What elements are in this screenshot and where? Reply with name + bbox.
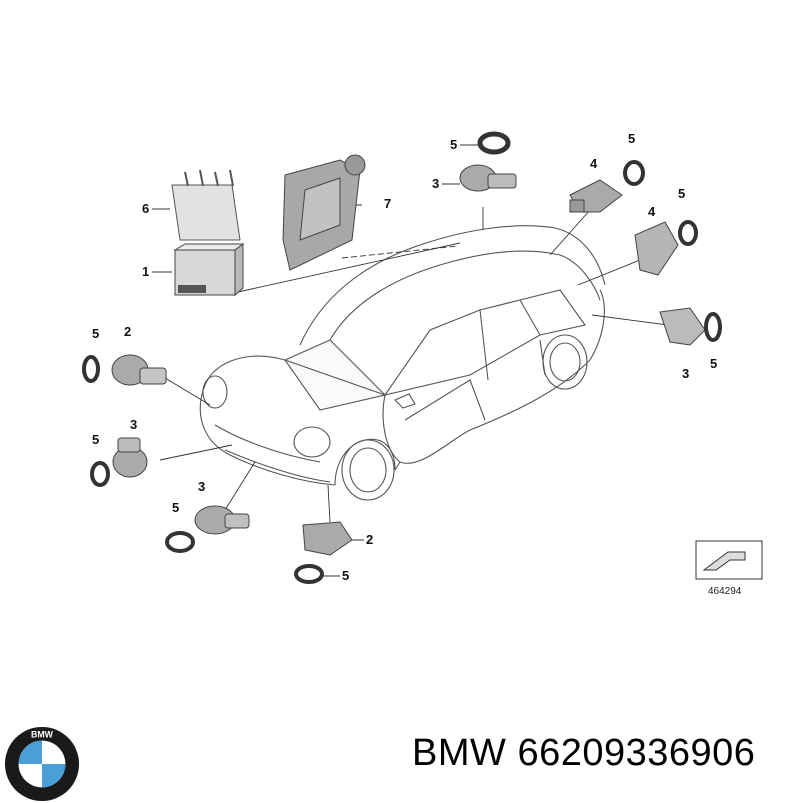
callout-5-left-b: 5: [92, 432, 99, 447]
part-label: BMW 66209336906: [412, 732, 755, 775]
sensor-left-2: [111, 354, 167, 386]
callout-5-right-b: 5: [678, 186, 685, 201]
sensor-right-4b: [634, 221, 679, 276]
sensor-right-4a: [569, 179, 623, 213]
callout-4-top: 4: [590, 156, 598, 171]
callout-3-rear: 3: [682, 366, 689, 381]
holder-7: [282, 154, 366, 271]
callout-3-left: 3: [130, 417, 137, 432]
bmw-logo: BMW: [4, 726, 80, 802]
callout-labels: 6 1 7 5 3 4 5 5 4 3 5 5 2 5 3 3 5 2 5: [92, 131, 717, 583]
ring-rear-5: [704, 312, 722, 342]
ring-front-5b: [294, 564, 324, 584]
sensor-front-3: [194, 505, 250, 535]
sensor-left-3: [112, 437, 148, 478]
callout-3-top: 3: [432, 176, 439, 191]
callout-5-front-b: 5: [342, 568, 349, 583]
callout-5-right-a: 5: [628, 131, 635, 146]
sensor-rear-3: [659, 307, 706, 346]
callout-2-left: 2: [124, 324, 131, 339]
callout-2-front: 2: [366, 532, 373, 547]
part-number: 66209336906: [517, 732, 756, 774]
callout-5-left-a: 5: [92, 326, 99, 341]
ring-right-5a: [623, 160, 645, 186]
callout-1: 1: [142, 264, 149, 279]
callout-7: 7: [384, 196, 391, 211]
bracket-6: [171, 169, 241, 241]
callout-6: 6: [142, 201, 149, 216]
callout-5-top: 5: [450, 137, 457, 152]
logo-letters: BMW: [31, 730, 54, 740]
ring-left-5b: [90, 461, 110, 487]
reference-number: 464294: [708, 586, 742, 597]
sensor-top-3: [459, 164, 517, 192]
ring-front-5: [165, 531, 195, 553]
car-outline: [199, 225, 606, 501]
ring-left-5a: [82, 355, 100, 383]
control-unit-1: [173, 243, 245, 297]
callout-3-front: 3: [198, 479, 205, 494]
callout-5-front-a: 5: [172, 500, 179, 515]
ring-top-5: [477, 131, 511, 155]
callout-5-rear: 5: [710, 356, 717, 371]
sensor-front-2: [302, 521, 353, 556]
callout-4-right: 4: [648, 204, 656, 219]
leader-lines: [159, 204, 669, 523]
reference-box: 464294: [695, 540, 763, 597]
ring-right-5b: [678, 220, 698, 246]
brand-name: BMW: [412, 732, 507, 774]
